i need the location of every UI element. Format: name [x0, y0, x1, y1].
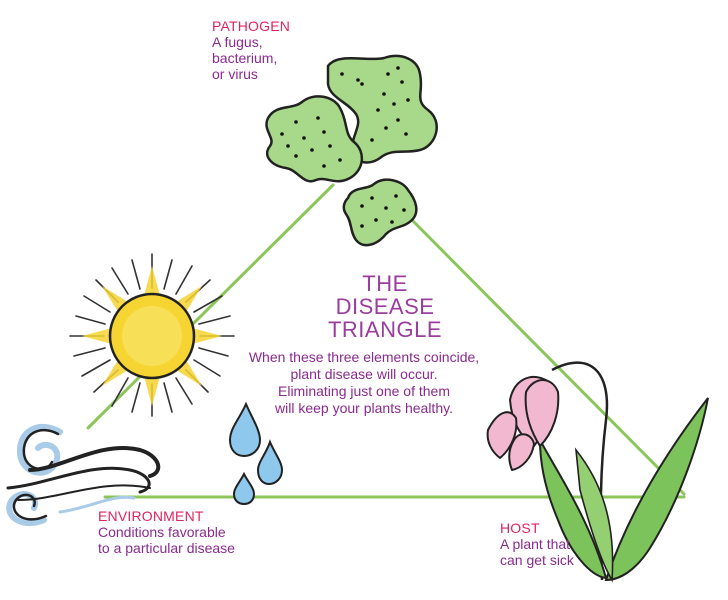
environment-desc-line-1: Conditions favorable [98, 524, 226, 540]
pathogen-icon [265, 54, 438, 247]
host-label: HOST A plant that can get sick [500, 520, 574, 568]
plant-leaf-left [539, 439, 608, 580]
wind-icon [6, 424, 161, 527]
flower-icon [486, 375, 560, 471]
title-line-1: THE [362, 271, 408, 296]
pathogen-desc-line-1: A fugus, [212, 34, 263, 50]
environment-heading: ENVIRONMENT [98, 508, 204, 524]
pathogen-label: PATHOGEN A fugus, bacterium, or virus [212, 18, 290, 82]
environment-desc-line-2: to a particular disease [98, 540, 235, 556]
pathogen-blob-large [326, 54, 438, 164]
water-drop-small [232, 471, 256, 506]
plant-leaf-mid [574, 447, 614, 583]
host-plant-icon [486, 361, 709, 583]
title-line-2: DISEASE [335, 294, 435, 319]
caption-line-3: Eliminating just one of them [278, 383, 450, 399]
water-drops-icon [228, 401, 284, 506]
pathogen-desc-line-2: bacterium, [212, 50, 278, 66]
sun-icon [69, 253, 235, 417]
plant-leaf-right [604, 397, 709, 582]
pathogen-blob-small [342, 178, 418, 247]
caption-line-1: When these three elements coincide, [248, 349, 480, 365]
water-drop-large [228, 401, 262, 458]
water-drop-right [256, 439, 284, 486]
pathogen-heading: PATHOGEN [212, 18, 291, 34]
caption-line-4: will keep your plants healthy. [275, 400, 453, 416]
title-line-3: TRIANGLE [327, 317, 443, 342]
pathogen-spores [280, 66, 410, 228]
host-heading: HOST [500, 520, 540, 536]
diagram-title: THE DISEASE TRIANGLE [300, 272, 470, 341]
caption-line-2: plant disease will occur. [290, 366, 438, 382]
triangle-edge-left [86, 183, 335, 430]
host-desc-line-2: can get sick [500, 552, 574, 568]
pathogen-blob-left [265, 95, 363, 183]
triangle-edge-right [410, 218, 686, 496]
pathogen-desc-line-3: or virus [212, 66, 258, 82]
diagram-caption: When these three elements coincide, plan… [244, 349, 484, 417]
host-desc-line-1: A plant that [500, 536, 571, 552]
environment-label: ENVIRONMENT Conditions favorable to a pa… [98, 508, 235, 556]
